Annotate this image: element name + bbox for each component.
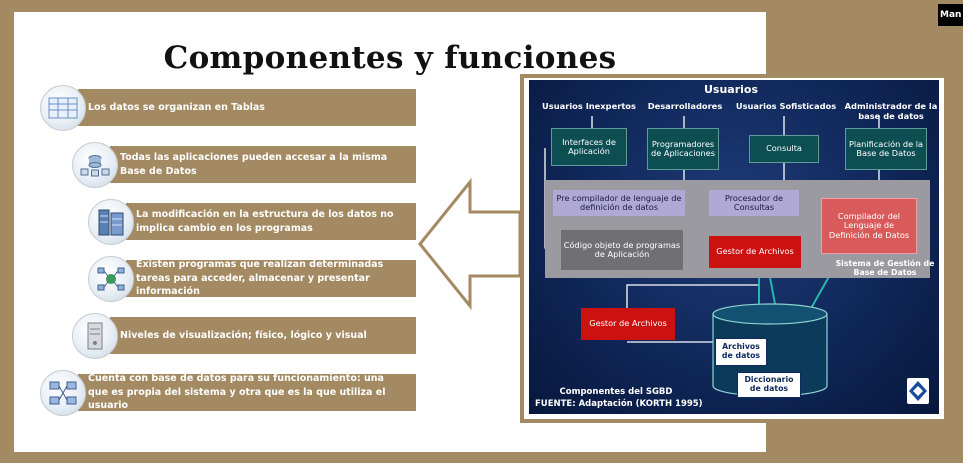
list-item-text: Niveles de visualización; físico, lógico… — [110, 317, 416, 354]
sgbd-diagram: Usuarios Usuarios Inexpertos Desarrollad… — [529, 80, 939, 414]
data-files-box: Archivos de datos — [715, 338, 767, 366]
list-item-text: Todas las aplicaciones pueden accesar a … — [110, 146, 416, 183]
file-manager-outer-box: Gestor de Archivos — [581, 308, 675, 340]
shared-database-icon — [72, 142, 118, 188]
slide-title: Componentes y funciones — [163, 40, 617, 76]
interfaces-box: Interfaces de Aplicación — [551, 128, 627, 166]
users-title: Usuarios — [703, 83, 759, 96]
precompiler-box: Pre compilador de lenguaje de definición… — [553, 190, 685, 216]
object-code-box: Código objeto de programas de Aplicación — [561, 230, 683, 270]
list-item-text: Existen programas que realizan determina… — [126, 259, 416, 297]
network-icon — [88, 256, 134, 302]
user-type-label: Desarrolladores — [647, 101, 723, 111]
window-top-strip — [0, 0, 963, 12]
ddl-compiler-box: Compilador del Lenguaje de Definición de… — [821, 198, 917, 254]
arrow-left-icon — [418, 178, 522, 310]
list-item-text: La modificación en la estructura de los … — [126, 203, 416, 240]
query-processor-box: Procesador de Consultas — [709, 190, 799, 216]
participant-video-label[interactable]: Man — [938, 4, 963, 26]
logo-icon — [907, 378, 929, 404]
file-manager-inner-box: Gestor de Archivos — [709, 236, 801, 268]
diagram-caption: Componentes del SGBD — [559, 387, 673, 397]
list-item-text: Los datos se organizan en Tablas — [78, 89, 416, 126]
list-item-text: Cuenta con base de datos para su funcion… — [78, 373, 416, 411]
server-rack-icon — [88, 199, 134, 245]
server-icon — [72, 313, 118, 359]
planning-box: Planificación de la Base de Datos — [845, 128, 927, 170]
user-type-label: Administrador de la base de datos — [844, 101, 938, 121]
table-icon — [40, 85, 86, 131]
user-type-label: Usuarios Inexpertos — [542, 101, 636, 111]
user-type-label: Usuarios Sofisticados — [735, 101, 837, 111]
system-label: Sistema de Gestión de Base de Datos — [835, 259, 935, 277]
diagram-source: FUENTE: Adaptación (KORTH 1995) — [535, 399, 703, 409]
dictionary-box: Diccionario de datos — [737, 372, 801, 398]
computers-network-icon — [40, 370, 86, 416]
query-box: Consulta — [749, 135, 819, 163]
programmers-box: Programadores de Aplicaciones — [647, 128, 719, 170]
